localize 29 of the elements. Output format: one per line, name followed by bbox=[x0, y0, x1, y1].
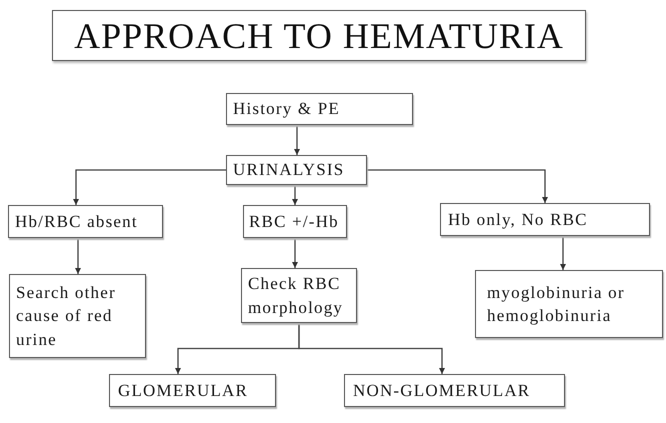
arrow bbox=[367, 169, 548, 203]
process-box bbox=[9, 274, 146, 358]
arrow bbox=[73, 169, 226, 205]
arrow bbox=[292, 238, 298, 268]
arrow bbox=[298, 323, 445, 374]
process-box bbox=[243, 205, 347, 238]
process-box bbox=[226, 93, 413, 125]
arrow bbox=[292, 185, 298, 205]
process-box bbox=[475, 270, 663, 338]
process-box bbox=[226, 155, 367, 185]
box-label: RBC +/-Hb bbox=[249, 210, 339, 233]
arrow bbox=[560, 236, 566, 270]
box-label: Check RBC morphology bbox=[248, 273, 344, 319]
process-box bbox=[241, 268, 357, 323]
box-label: myoglobinuria or hemoglobinuria bbox=[487, 282, 626, 327]
process-box bbox=[344, 374, 565, 407]
box-label: URINALYSIS bbox=[233, 159, 344, 182]
process-box bbox=[109, 374, 276, 407]
diagram-title: APPROACH TO HEMATURIA bbox=[52, 10, 586, 61]
box-label: NON-GLOMERULAR bbox=[353, 380, 530, 402]
box-label: GLOMERULAR bbox=[118, 380, 248, 402]
process-box bbox=[8, 205, 163, 238]
process-box bbox=[440, 203, 650, 236]
arrow bbox=[294, 125, 300, 155]
arrow bbox=[75, 238, 81, 274]
box-label: Hb/RBC absent bbox=[15, 210, 138, 233]
box-label: History & PE bbox=[233, 98, 340, 120]
box-label: Hb only, No RBC bbox=[448, 208, 588, 231]
box-label: Search other cause of red urine bbox=[16, 282, 117, 351]
